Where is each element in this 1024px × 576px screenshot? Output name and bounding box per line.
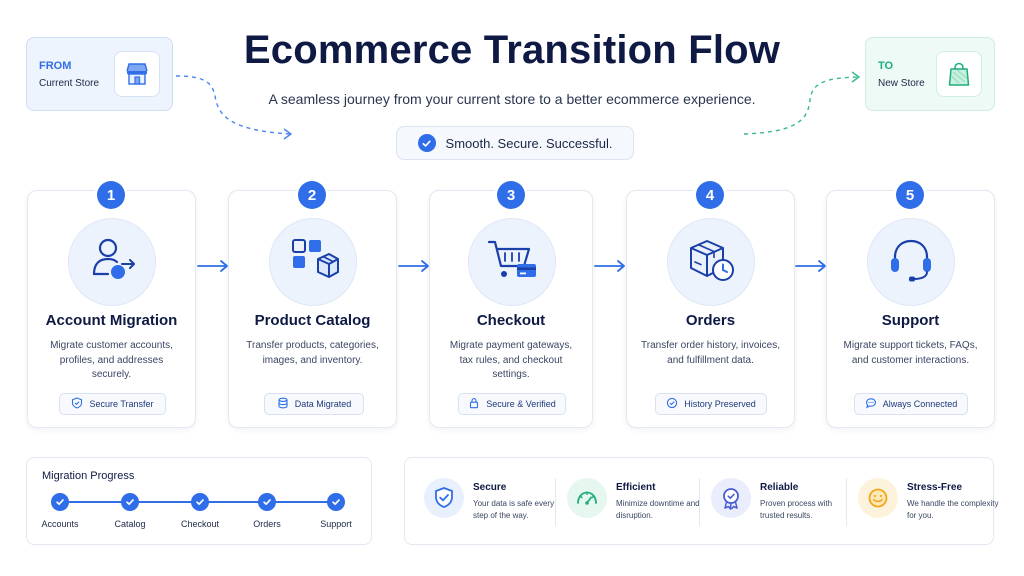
benefit-divider xyxy=(699,478,700,526)
tagline-text: Smooth. Secure. Successful. xyxy=(445,135,613,151)
from-store-name: Current Store xyxy=(39,77,100,89)
shield-icon xyxy=(71,397,83,411)
progress-check-icon xyxy=(327,493,345,511)
step-chip: Secure Transfer xyxy=(59,393,166,415)
step-chip-label: History Preserved xyxy=(684,399,756,409)
speedometer-icon xyxy=(567,478,607,518)
step-title: Support xyxy=(881,312,940,329)
database-icon xyxy=(277,397,289,411)
from-store-card: FROM Current Store xyxy=(26,37,173,111)
step-title: Product Catalog xyxy=(254,312,371,329)
progress-stage-label: Support xyxy=(320,519,352,529)
check-circle-icon xyxy=(417,134,436,152)
to-store-card: TO New Store xyxy=(865,37,995,111)
flow-arrow-icon xyxy=(197,260,228,272)
step-icon-circle xyxy=(68,218,156,306)
benefit-title: Reliable xyxy=(760,482,799,493)
benefit-divider xyxy=(555,478,556,526)
step-description: Migrate payment gateways, tax rules, and… xyxy=(449,340,573,380)
step-chip: Data Migrated xyxy=(264,393,364,415)
step-number-badge: 3 xyxy=(497,181,525,209)
benefit-description: Minimize downtime and disruption. xyxy=(616,499,700,520)
headset-icon xyxy=(883,232,939,293)
progress-check-icon xyxy=(191,493,209,511)
step-icon-circle xyxy=(667,218,755,306)
step-icon-circle xyxy=(468,218,556,306)
benefit-reliable: Reliable Proven process with trusted res… xyxy=(711,458,841,546)
shield-check-icon xyxy=(424,478,464,518)
user-transfer-icon xyxy=(84,232,140,293)
step-title: Account Migration xyxy=(45,312,178,329)
step-title: Orders xyxy=(685,312,736,329)
benefit-description: Your data is safe every step of the way. xyxy=(473,499,555,520)
benefit-title: Efficient xyxy=(616,482,656,493)
lock-icon xyxy=(468,397,480,411)
progress-stage-label: Orders xyxy=(253,519,281,529)
step-chip: Secure & Verified xyxy=(458,393,566,415)
benefit-divider xyxy=(846,478,847,526)
benefits-panel: Secure Your data is safe every step of t… xyxy=(404,457,998,546)
step-chip: Always Connected xyxy=(854,393,968,415)
storefront-icon xyxy=(114,51,160,97)
check-circle-icon xyxy=(666,397,678,411)
step-chip-label: Secure Transfer xyxy=(89,399,154,409)
step-chip: History Preserved xyxy=(655,393,767,415)
progress-check-icon xyxy=(258,493,276,511)
benefit-description: We handle the complexity for you. xyxy=(907,499,999,520)
catalog-box-icon xyxy=(285,232,341,293)
step-chip-label: Secure & Verified xyxy=(486,399,556,409)
progress-stage-label: Checkout xyxy=(180,519,220,529)
step-icon-circle xyxy=(867,218,955,306)
step-description: Migrate support tickets, FAQs, and custo… xyxy=(843,340,978,366)
migration-progress-panel: Migration Progress Accounts Catalog Chec… xyxy=(26,457,372,545)
from-store-tag: FROM xyxy=(39,59,72,72)
benefit-description: Proven process with trusted results. xyxy=(760,499,833,520)
box-clock-icon xyxy=(683,232,739,293)
to-store-tag: TO xyxy=(878,59,894,72)
benefit-title: Secure xyxy=(473,482,507,493)
step-description: Migrate customer accounts, profiles, and… xyxy=(50,340,173,380)
chat-bubble-icon xyxy=(865,397,877,411)
step-chip-label: Data Migrated xyxy=(294,399,352,409)
step-title: Checkout xyxy=(476,312,546,329)
step-number-badge: 4 xyxy=(696,181,724,209)
shopping-bag-icon xyxy=(936,51,982,97)
progress-check-icon xyxy=(51,493,69,511)
award-ribbon-icon xyxy=(711,478,751,518)
smiley-icon xyxy=(858,478,898,518)
step-card-checkout: Checkout Migrate payment gateways, tax r… xyxy=(429,190,593,428)
progress-stage-label: Catalog xyxy=(114,519,146,529)
step-number-badge: 2 xyxy=(298,181,326,209)
step-chip-label: Always Connected xyxy=(882,399,958,409)
flow-arrow-icon xyxy=(398,260,429,272)
step-description: Transfer products, categories, images, a… xyxy=(246,340,379,366)
step-description: Transfer order history, invoices, and fu… xyxy=(641,340,780,366)
step-number-badge: 5 xyxy=(896,181,924,209)
to-store-name: New Store xyxy=(878,77,925,89)
page-title: Ecommerce Transition Flow xyxy=(243,28,781,72)
flow-arrow-icon xyxy=(594,260,625,272)
step-number-badge: 1 xyxy=(97,181,125,209)
tagline-badge: Smooth. Secure. Successful. xyxy=(396,126,634,160)
step-card-orders: Orders Transfer order history, invoices,… xyxy=(626,190,795,428)
step-card-product-catalog: Product Catalog Transfer products, categ… xyxy=(228,190,397,428)
page-subtitle: A seamless journey from your current sto… xyxy=(268,91,756,107)
step-icon-circle xyxy=(269,218,357,306)
progress-title: Migration Progress xyxy=(42,470,135,482)
benefit-stress-free: Stress-Free We handle the complexity for… xyxy=(858,458,998,546)
step-card-support: Support Migrate support tickets, FAQs, a… xyxy=(826,190,995,428)
benefit-secure: Secure Your data is safe every step of t… xyxy=(424,458,554,546)
benefit-title: Stress-Free xyxy=(907,482,963,493)
flow-arrow-icon xyxy=(795,260,826,272)
step-card-account-migration: Account Migration Migrate customer accou… xyxy=(27,190,196,428)
benefit-efficient: Efficient Minimize downtime and disrupti… xyxy=(567,458,700,546)
cart-card-icon xyxy=(484,232,540,293)
progress-check-icon xyxy=(121,493,139,511)
progress-stage-label: Accounts xyxy=(41,519,79,529)
